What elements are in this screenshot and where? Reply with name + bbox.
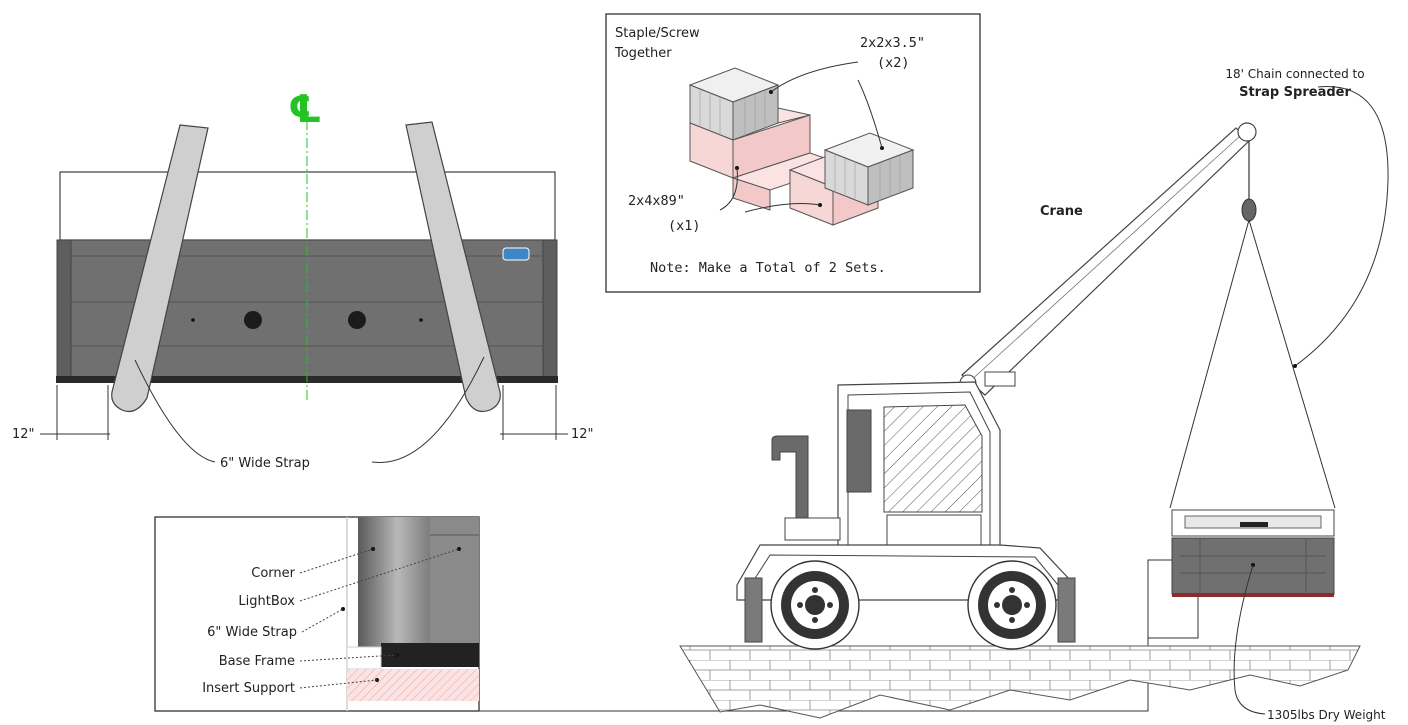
corner-post xyxy=(358,517,430,647)
strap-right xyxy=(405,121,501,413)
jet xyxy=(244,311,262,329)
base-frame-label: Base Frame xyxy=(219,654,295,669)
lightbox xyxy=(430,517,479,647)
logo-badge xyxy=(502,247,530,261)
outrigger-right xyxy=(1057,577,1076,643)
insert-support xyxy=(347,669,479,701)
cab-side-window xyxy=(846,409,872,493)
hook xyxy=(1241,198,1257,222)
crane-boom xyxy=(961,127,1251,396)
chain-label-line2: Strap Spreader xyxy=(1239,85,1351,100)
corner-label: Corner xyxy=(251,566,295,581)
jig-title-line1: Staple/Screw xyxy=(615,26,700,41)
jig-note: Note: Make a Total of 2 Sets. xyxy=(650,260,886,276)
strap-left xyxy=(111,124,209,413)
crane-label: Crane xyxy=(1040,204,1083,219)
part-a-size: 2x2x3.5" xyxy=(860,35,925,51)
suspended-spa xyxy=(1171,509,1335,597)
wheel-front xyxy=(770,560,860,650)
crane-scene: 18' Chain connected to Strap Spreader Cr… xyxy=(679,67,1389,722)
strap-detail-label: 6" Wide Strap xyxy=(207,625,297,640)
front-view: ℄ 12" 12" 6" Wide Strap xyxy=(12,87,594,471)
corner-detail-box: Corner LightBox 6" Wide Strap Base Frame… xyxy=(154,516,1199,712)
jig-title-line2: Together xyxy=(614,46,672,61)
dim-right-label: 12" xyxy=(571,427,594,442)
part-b-qty: (x1) xyxy=(668,218,701,234)
ground xyxy=(679,645,1361,719)
centerline-symbol: ℄ xyxy=(288,87,322,131)
exhaust xyxy=(771,435,809,521)
jig-detail-box: Staple/Screw Together 2x2x3.5" (x2) 2x4x… xyxy=(605,13,981,293)
strap-label: 6" Wide Strap xyxy=(220,456,310,471)
dim-left-label: 12" xyxy=(12,427,35,442)
weight-label: 1305lbs Dry Weight xyxy=(1267,708,1386,722)
cab-front-window xyxy=(883,404,983,513)
chain-label-line1: 18' Chain connected to xyxy=(1225,67,1364,81)
wheel-rear xyxy=(967,560,1057,650)
boom-tip xyxy=(1237,122,1257,142)
lightbox-label: LightBox xyxy=(238,594,295,609)
insert-support-label: Insert Support xyxy=(202,681,295,696)
part-a-qty: (x2) xyxy=(877,55,910,71)
outrigger-left xyxy=(744,577,763,643)
jet xyxy=(348,311,366,329)
part-b-size: 2x4x89" xyxy=(628,193,685,209)
